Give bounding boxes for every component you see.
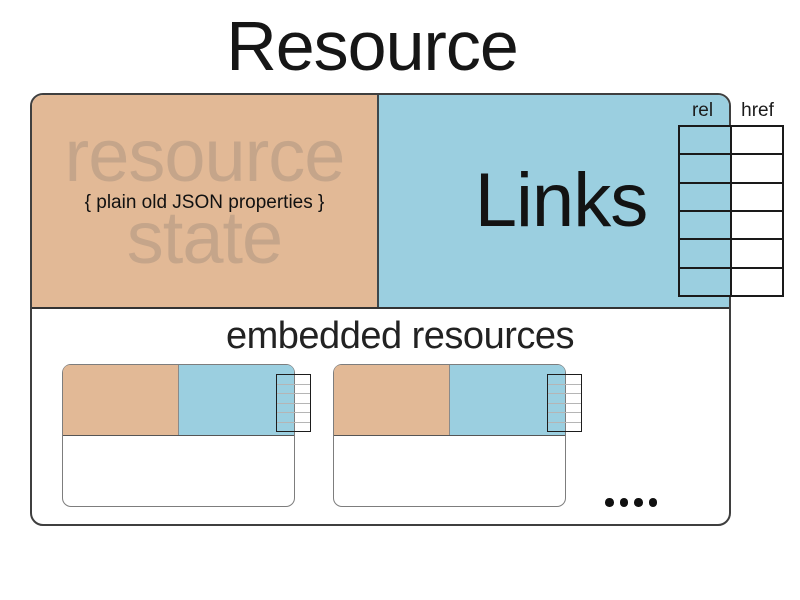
embedded-resource xyxy=(333,364,566,507)
page-title: Resource xyxy=(226,7,519,85)
resource-state-box: resource { plain old JSON properties } s… xyxy=(32,95,379,307)
links-table-cell-href xyxy=(731,267,783,296)
links-table-cell-href xyxy=(731,239,783,268)
mini-links-table-row xyxy=(548,375,581,385)
embedded-resource-top-band xyxy=(63,365,294,436)
mini-links-table-row xyxy=(277,423,310,432)
links-label: Links xyxy=(474,158,648,243)
links-table-cell-href xyxy=(731,154,783,183)
ellipsis-dots xyxy=(605,498,657,507)
resource-container: resource { plain old JSON properties } s… xyxy=(30,93,731,526)
links-table-cell-rel xyxy=(679,267,731,296)
links-table-cell-rel xyxy=(679,154,731,183)
resource-state-watermark-top: resource xyxy=(64,114,346,197)
mini-links-table-row xyxy=(548,385,581,394)
links-table-cell-rel xyxy=(679,211,731,240)
dot xyxy=(619,498,628,507)
links-table-cell-rel xyxy=(679,126,731,155)
links-table-cell-rel xyxy=(679,239,731,268)
embedded-resource xyxy=(62,364,295,507)
mini-links-table-row xyxy=(277,404,310,413)
resource-top-band: resource { plain old JSON properties } s… xyxy=(32,95,729,309)
mini-links-table-row xyxy=(548,394,581,404)
mini-links-table-row xyxy=(277,394,310,404)
dot xyxy=(648,498,657,507)
mini-links-table-row xyxy=(277,413,310,423)
links-table-header-rel: rel xyxy=(691,100,714,121)
mini-links-table-row xyxy=(548,423,581,432)
links-table-cell-rel xyxy=(679,182,731,211)
embedded-state-box xyxy=(334,365,450,435)
mini-links-table xyxy=(547,374,582,432)
dot xyxy=(634,498,643,507)
mini-links-table-row xyxy=(548,404,581,413)
mini-links-table xyxy=(276,374,311,432)
mini-links-table-row xyxy=(277,385,310,394)
links-table-cell-href xyxy=(731,182,783,211)
json-properties-caption: { plain old JSON properties } xyxy=(84,192,325,213)
links-table-cell-href xyxy=(731,126,783,155)
embedded-links-box xyxy=(450,365,565,435)
embedded-resource-top-band xyxy=(334,365,565,436)
dot xyxy=(605,498,614,507)
links-box: Links xyxy=(379,95,729,307)
embedded-links-box xyxy=(179,365,294,435)
links-table xyxy=(678,125,784,297)
resource-state-watermark-bottom: state xyxy=(126,196,283,279)
links-table-header-href: href xyxy=(741,100,774,121)
mini-links-table-row xyxy=(548,413,581,423)
embedded-heading: embedded resources xyxy=(226,315,575,357)
mini-links-table-row xyxy=(277,375,310,385)
embedded-state-box xyxy=(63,365,179,435)
links-table-cell-href xyxy=(731,211,783,240)
